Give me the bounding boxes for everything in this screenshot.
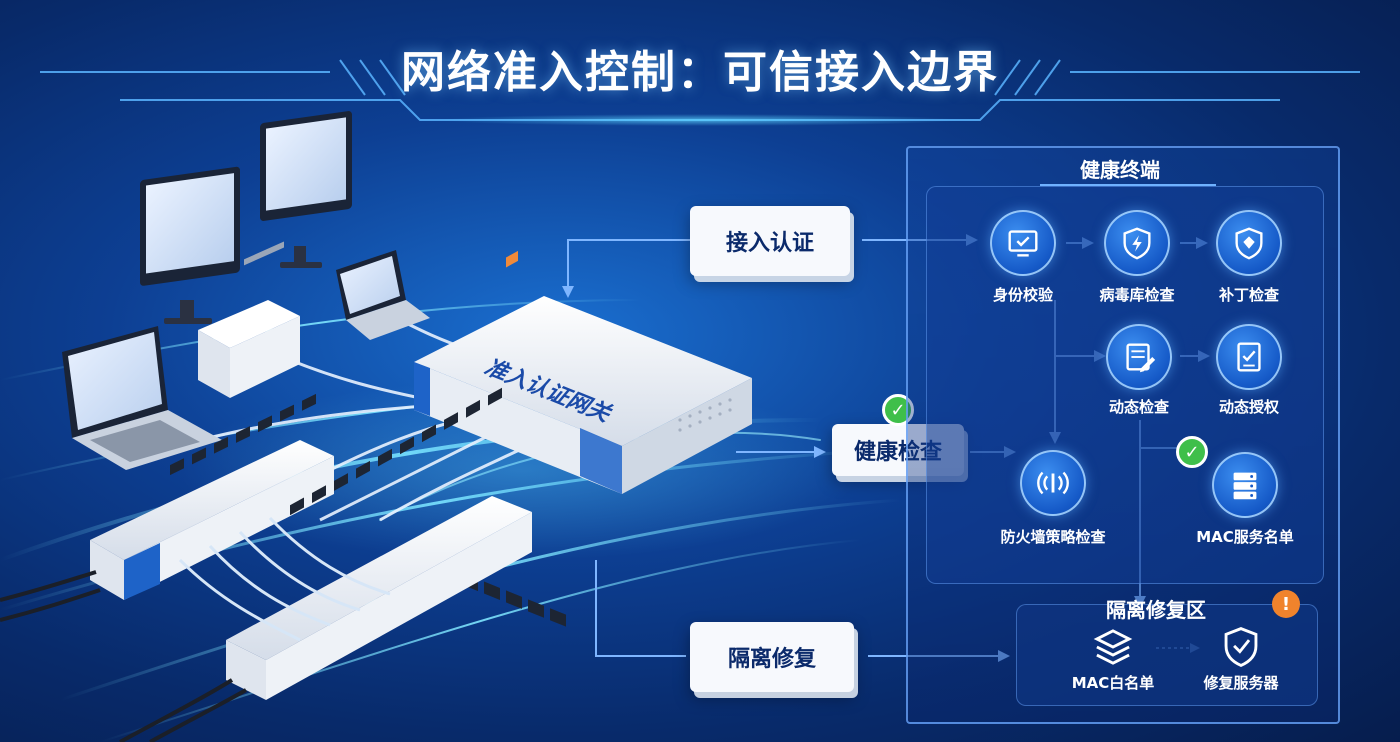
server-icon xyxy=(1233,472,1257,500)
node-patch[interactable] xyxy=(1216,210,1282,276)
title-glow xyxy=(440,114,960,126)
node-patch-label: 补丁检查 xyxy=(1218,286,1279,304)
node-dynamic-auth[interactable] xyxy=(1216,324,1282,390)
healthy-zone-label: 健康终端 xyxy=(1080,158,1160,182)
node-firewall-label: 防火墙策略检查 xyxy=(1000,528,1106,546)
shield-bolt-icon xyxy=(1123,227,1151,260)
step-card-remediate[interactable]: 隔离修复 xyxy=(690,622,854,692)
monitor-check-icon xyxy=(1008,230,1038,257)
node-antivirus-label: 病毒库检查 xyxy=(1099,286,1175,304)
laptop-small xyxy=(336,250,430,340)
node-dynamic-auth-label: 动态授权 xyxy=(1218,398,1279,416)
shield-check-icon xyxy=(1224,627,1258,667)
tablet-check-icon xyxy=(1237,342,1261,372)
desktop-monitor-right xyxy=(260,111,352,268)
page-title: 网络准入控制：可信接入边界 xyxy=(401,47,999,98)
step-card-auth-label: 接入认证 xyxy=(725,231,814,256)
quarantine-zone-label: 隔离修复区 xyxy=(1106,598,1206,622)
check-badge-mac: ✓ xyxy=(1176,436,1208,468)
quarantine-zone-box xyxy=(1016,604,1318,706)
node-dynamic-check-label: 动态检查 xyxy=(1108,398,1169,416)
step-card-remediate-label: 隔离修复 xyxy=(727,647,816,672)
node-mac-service-label: MAC服务名单 xyxy=(1196,528,1294,546)
node-identity-label: 身份校验 xyxy=(992,286,1053,304)
printer xyxy=(198,241,300,398)
document-pen-icon xyxy=(1126,343,1156,373)
switch-upper xyxy=(90,393,334,600)
node-dynamic-check[interactable] xyxy=(1106,324,1172,390)
desktop-monitor-left xyxy=(140,166,240,324)
quarantine-node-mac-label: MAC白名单 xyxy=(1071,674,1155,692)
node-mac-service[interactable] xyxy=(1212,452,1278,518)
black-cables xyxy=(0,570,247,742)
node-firewall[interactable] xyxy=(1020,450,1086,516)
signal-icon xyxy=(1037,471,1069,495)
alert-badge: ! xyxy=(1272,590,1300,618)
quarantine-node-repair-label: 修复服务器 xyxy=(1203,674,1279,692)
healthy-zone-underline xyxy=(1040,184,1216,186)
flow-arrows xyxy=(567,239,1178,657)
node-identity[interactable] xyxy=(990,210,1056,276)
laptop-large xyxy=(62,326,222,470)
shield-icon xyxy=(1235,227,1263,260)
step-card-health-label: 健康检查 xyxy=(853,440,942,465)
step-card-auth[interactable]: 接入认证 xyxy=(690,206,850,276)
stack-icon xyxy=(1093,629,1133,665)
switch-lower xyxy=(226,250,532,700)
check-badge-health: ✓ xyxy=(882,394,914,426)
step-card-health[interactable]: 健康检查 xyxy=(832,424,964,476)
node-antivirus[interactable] xyxy=(1104,210,1170,276)
switch-link-cables xyxy=(178,516,391,642)
